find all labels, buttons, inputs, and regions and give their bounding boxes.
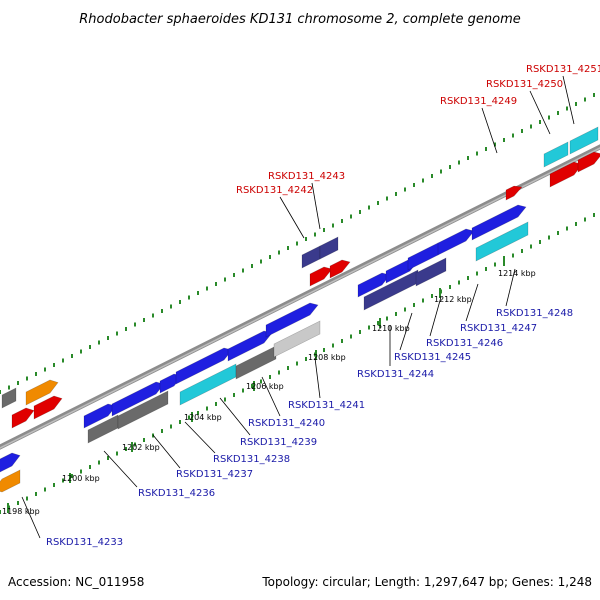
gene-arrow: [11, 407, 35, 429]
leader-line: [481, 107, 498, 154]
leader-line: [103, 450, 138, 488]
leader-line: [429, 296, 442, 337]
gene-label-bottom: RSKD131_4239: [240, 437, 317, 448]
gene-arrow: [265, 302, 319, 338]
accession-text: Accession: NC_011958: [8, 575, 144, 589]
gene-arrow: [543, 141, 569, 168]
tick-label: 1200 kbp: [62, 474, 100, 483]
gene-arrow: [1, 387, 17, 409]
gene-arrow: [471, 204, 527, 241]
tick-label: 1204 kbp: [184, 413, 222, 422]
gene-arrow: [0, 452, 21, 473]
tick-labels: 1198 kbp 1200 kbp 1202 kbp 1204 kbp 1206 kbp…: [2, 269, 536, 516]
gene-arrow: [25, 379, 59, 406]
tick-label: 1202 kbp: [122, 443, 160, 452]
gene-arrow: [577, 151, 600, 173]
gene-label-bottom: RSKD131_4233: [46, 537, 123, 548]
gene-labels: RSKD131_4251RSKD131_4250RSKD131_4249RSKD…: [46, 64, 600, 548]
gene-label-bottom: RSKD131_4244: [357, 369, 434, 380]
gene-label-top: RSKD131_4250: [486, 79, 563, 90]
gene-label-top: RSKD131_4249: [440, 96, 517, 107]
gene-arrow: [309, 266, 333, 287]
leader-line: [21, 496, 41, 539]
gene-features: [0, 126, 600, 493]
gene-label-bottom: RSKD131_4240: [248, 418, 325, 429]
gene-arrow: [549, 161, 583, 188]
gene-label-top: RSKD131_4243: [268, 171, 345, 182]
tick-label: 1198 kbp: [2, 507, 40, 516]
leader-line: [184, 421, 216, 454]
gene-arrow: [437, 228, 475, 256]
tick-marks: [0, 93, 595, 514]
gene-arrow: [117, 390, 169, 430]
gene-label-bottom: RSKD131_4248: [496, 308, 573, 319]
leader-line: [261, 376, 281, 417]
gene-arrow: [301, 245, 321, 269]
gene-arrow: [475, 221, 529, 262]
tick-label: 1212 kbp: [434, 295, 472, 304]
gene-label-bottom: RSKD131_4241: [288, 400, 365, 411]
gene-label-bottom: RSKD131_4236: [138, 488, 215, 499]
tick-label: 1210 kbp: [372, 324, 410, 333]
genome-summary-text: Topology: circular; Length: 1,297,647 bp…: [261, 575, 592, 589]
gene-arrow: [329, 259, 351, 279]
gene-arrow: [569, 126, 599, 155]
gene-arrow: [33, 395, 63, 420]
leader-line: [529, 90, 551, 135]
leader-line: [465, 283, 479, 322]
map-title: Rhodobacter sphaeroides KD131 chromosome…: [79, 12, 520, 27]
leader-line: [562, 75, 575, 125]
leader-line: [314, 357, 321, 399]
gene-label-bottom: RSKD131_4246: [426, 338, 503, 349]
gene-label-top: RSKD131_4242: [236, 185, 313, 196]
gene-label-bottom: RSKD131_4237: [176, 469, 253, 480]
leader-line: [279, 196, 305, 239]
leader-line: [311, 182, 321, 230]
gene-label-top: RSKD131_4251: [526, 64, 600, 75]
gene-arrow: [319, 236, 339, 260]
leader-line: [152, 434, 181, 469]
tick-label: 1214 kbp: [498, 269, 536, 278]
gene-arrow: [227, 330, 273, 362]
gene-label-bottom: RSKD131_4245: [394, 352, 471, 363]
gene-arrow: [235, 345, 277, 380]
gene-arrow: [273, 320, 321, 358]
label-leader-lines: [21, 75, 575, 539]
tick-label: 1208 kbp: [308, 353, 346, 362]
leader-line: [399, 312, 413, 351]
leader-line: [505, 268, 516, 307]
leader-line: [219, 397, 251, 436]
gene-label-bottom: RSKD131_4238: [213, 454, 290, 465]
gene-arrow: [505, 185, 523, 201]
gene-label-bottom: RSKD131_4247: [460, 323, 537, 334]
gene-arrow: [415, 257, 447, 287]
gene-arrow: [0, 469, 21, 493]
tick-label: 1206 kbp: [246, 382, 284, 391]
